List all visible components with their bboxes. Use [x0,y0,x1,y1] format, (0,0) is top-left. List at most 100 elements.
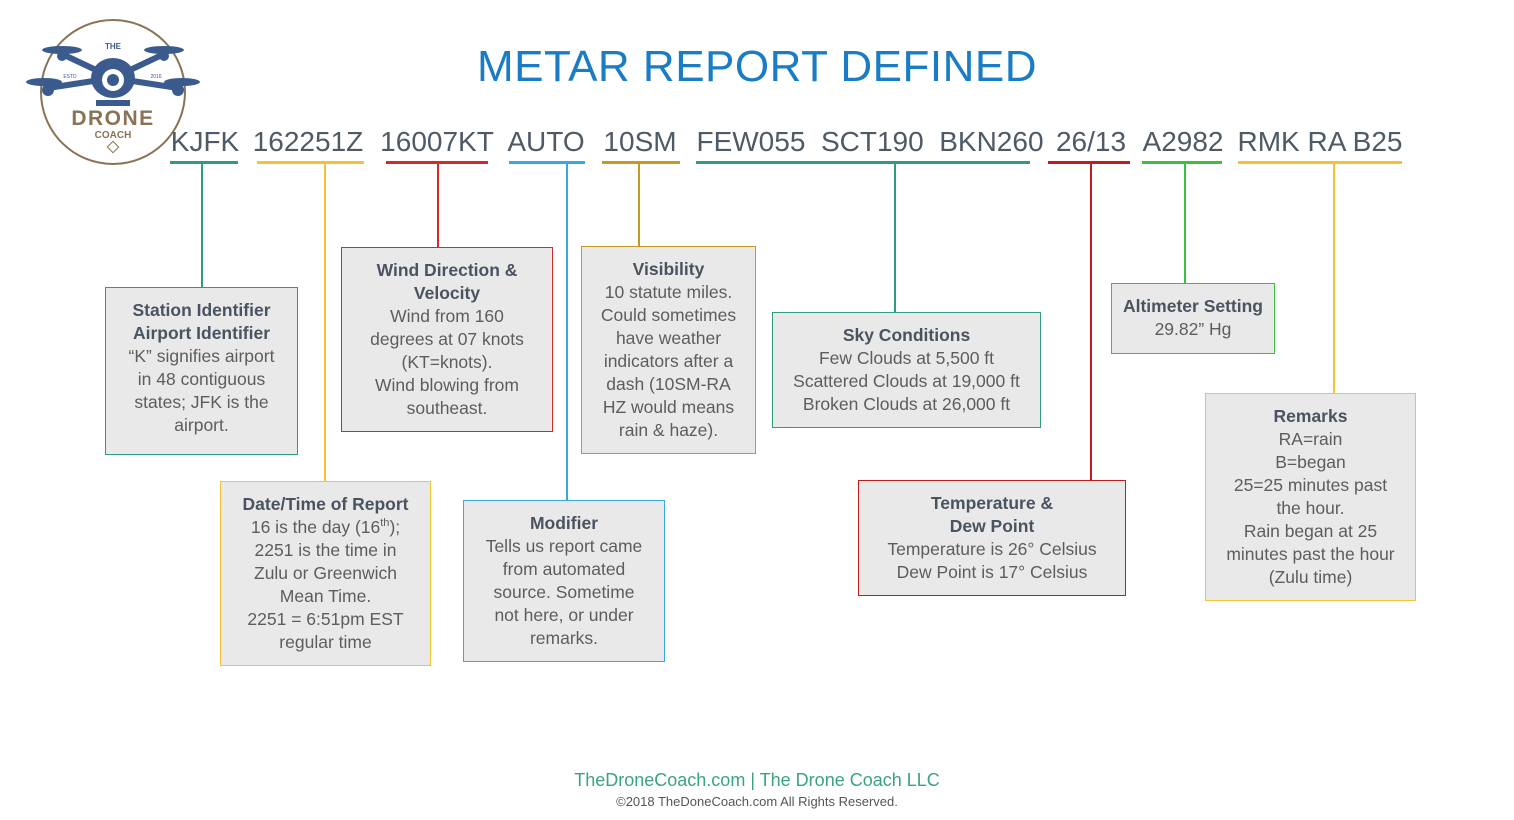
footer-copyright: ©2018 TheDoneCoach.com All Rights Reserv… [616,794,898,809]
logo-drone-text: DRONE [71,107,154,130]
connector-wind [437,164,439,248]
box-sky-conditions: Sky Conditions Few Clouds at 5,500 ft Sc… [772,312,1041,428]
visibility-line: 10 statute miles. [604,282,733,302]
station-title-2: Airport Identifier [132,323,271,343]
connector-kjfk [201,164,203,288]
underline-kjfk [170,161,238,164]
code-visibility: 10SM [603,126,677,157]
code-wind: 16007KT [380,126,494,157]
box-remarks: Remarks RA=rain B=began 25=25 minutes pa… [1205,393,1416,601]
sky-line: Few Clouds at 5,500 ft [818,348,995,368]
station-line: in 48 contiguous [137,369,266,389]
connector-remarks [1333,164,1335,394]
datetime-day-text: 16 is the day (16 [250,517,381,537]
datetime-line: regular time [279,632,372,652]
datetime-line: Mean Time. [279,586,372,606]
page-title: METAR REPORT DEFINED [476,42,1038,91]
underline-auto [509,161,585,164]
connector-temp [1090,164,1092,481]
connector-sky [894,164,896,313]
visibility-line: indicators after a [603,351,734,371]
visibility-line: Could sometimes [600,305,737,325]
modifier-line: Tells us report came [485,536,643,556]
sky-title: Sky Conditions [842,325,971,345]
connector-altimeter [1184,164,1186,284]
box-station-identifier: Station Identifier Airport Identifier “K… [105,287,298,455]
logo-the-text: THE [105,42,122,51]
underline-remarks [1238,161,1402,164]
box-temperature: Temperature & Dew Point Temperature is 2… [858,480,1126,596]
remarks-line: minutes past the hour [1226,544,1395,564]
remarks-line: B=began [1275,452,1346,472]
code-remarks: RMK RA B25 [1237,126,1403,157]
station-title-1: Station Identifier [132,300,271,320]
box-modifier: Modifier Tells us report came from autom… [463,500,665,662]
datetime-line: 16 is the day (16th); [227,516,424,539]
station-line: “K” signifies airport [128,346,275,366]
wind-line: (KT=knots). [401,352,493,372]
modifier-line: not here, or under [494,605,634,625]
visibility-line: rain & haze). [618,420,719,440]
code-time: 162251Z [252,126,364,157]
altimeter-title: Altimeter Setting [1122,296,1264,316]
datetime-line: Zulu or Greenwich [254,563,397,583]
temp-line: Temperature is 26° Celsius [887,539,1097,559]
connector-auto [566,164,568,501]
datetime-line: 2251 is the time in [254,540,397,560]
connector-time [324,164,326,482]
modifier-line: source. Sometime [493,582,635,602]
temp-line: Dew Point is 17° Celsius [896,562,1088,582]
visibility-line: HZ would means [602,397,735,417]
visibility-line: dash (10SM-RA [606,374,731,394]
remarks-title: Remarks [1273,406,1348,426]
wind-title-1: Wind Direction & [376,260,518,280]
wind-line: Wind from 160 [390,306,504,326]
remarks-line: RA=rain [1278,429,1343,449]
modifier-title: Modifier [529,513,599,533]
visibility-title: Visibility [632,259,705,279]
temp-title-2: Dew Point [949,516,1035,536]
code-sky: FEW055 SCT190 BKN260 [696,126,1044,157]
underline-sky [696,161,1030,164]
box-visibility: Visibility 10 statute miles. Could somet… [581,246,756,454]
station-line: airport. [174,415,229,435]
sky-line: Scattered Clouds at 19,000 ft [793,371,1020,391]
datetime-day-sup: th [380,517,390,530]
altimeter-line: 29.82” Hg [1154,319,1232,339]
station-line: states; JFK is the [134,392,269,412]
box-altimeter: Altimeter Setting 29.82” Hg [1111,283,1275,354]
remarks-line: Rain began at 25 [1243,521,1378,541]
modifier-line: from automated [502,559,626,579]
drone-coach-logo: THE ESTD 2016 DRONE COACH [26,19,200,165]
modifier-line: remarks. [529,628,599,648]
underline-temp [1048,161,1130,164]
wind-line: degrees at 07 knots [370,329,524,349]
box-date-time: Date/Time of Report 16 is the day (16th)… [220,481,431,666]
code-kjfk: KJFK [170,126,240,157]
underline-wind [386,161,488,164]
connector-visibility [638,164,640,247]
code-altimeter: A2982 [1142,126,1224,157]
remarks-line: (Zulu time) [1268,567,1353,587]
sky-line: Broken Clouds at 26,000 ft [802,394,1011,414]
underline-time [257,161,364,164]
underline-altimeter [1142,161,1222,164]
footer-site-link[interactable]: TheDroneCoach.com | The Drone Coach LLC [574,770,940,790]
logo-est-text: ESTD [63,74,77,80]
temp-title-1: Temperature & [930,493,1054,513]
logo-year-text: 2016 [150,74,161,80]
code-auto: AUTO [507,126,585,157]
logo-coach-text: COACH [95,130,132,141]
wind-line: Wind blowing from [375,375,519,395]
wind-title-2: Velocity [413,283,481,303]
datetime-title: Date/Time of Report [242,494,409,514]
datetime-day-end: ); [389,517,401,537]
code-temp: 26/13 [1055,126,1127,157]
visibility-line: have weather [615,328,722,348]
underline-visibility [602,161,680,164]
wind-line: southeast. [406,398,488,418]
box-wind: Wind Direction & Velocity Wind from 160 … [341,247,553,432]
remarks-line: the hour. [1276,498,1345,518]
datetime-line: 2251 = 6:51pm EST [247,609,404,629]
remarks-line: 25=25 minutes past [1233,475,1388,495]
